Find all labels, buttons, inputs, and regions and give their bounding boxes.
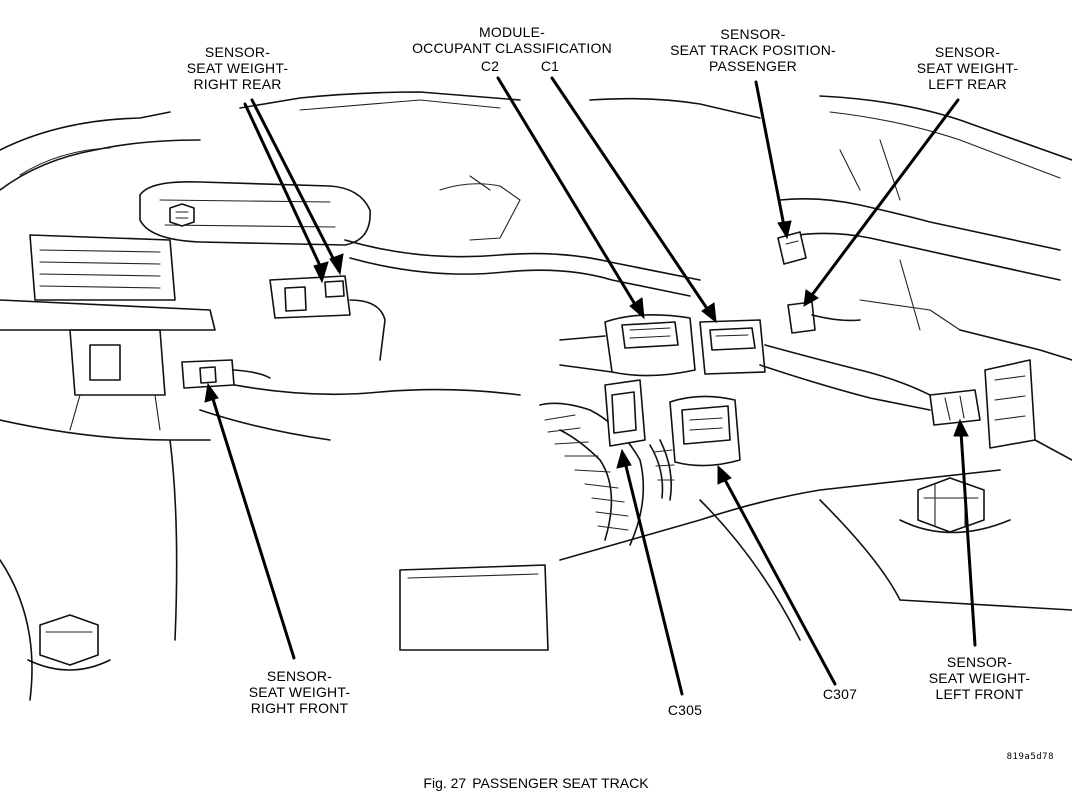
- leader-lines: [204, 76, 977, 696]
- figure-title: PASSENGER SEAT TRACK: [472, 775, 649, 791]
- label-sensor-right-rear: SENSOR- SEAT WEIGHT- RIGHT REAR: [186, 44, 289, 92]
- label-c1: C1: [540, 58, 560, 74]
- leader-c1: [550, 76, 710, 312]
- leader-track-position: [754, 80, 786, 228]
- label-sensor-left-front: SENSOR- SEAT WEIGHT- LEFT FRONT: [928, 654, 1031, 702]
- drawing-code: 819a5d78: [1006, 752, 1054, 762]
- leader-left-rear: [810, 98, 960, 297]
- leader-c305: [623, 460, 684, 696]
- label-sensor-right-front: SENSOR- SEAT WEIGHT- RIGHT FRONT: [248, 668, 351, 716]
- leader-c2: [496, 76, 638, 308]
- label-c305: C305: [667, 702, 703, 718]
- leader-c307: [722, 476, 837, 686]
- figure-number: Fig. 27: [423, 775, 467, 791]
- figure-caption: Fig. 27 PASSENGER SEAT TRACK: [0, 775, 1072, 791]
- leader-right-rear-a: [243, 102, 324, 272]
- seat-frame-drawing: [0, 91, 1072, 701]
- label-sensor-track-position: SENSOR- SEAT TRACK POSITION- PASSENGER: [670, 26, 836, 74]
- label-c2: C2: [480, 58, 500, 74]
- label-sensor-left-rear: SENSOR- SEAT WEIGHT- LEFT REAR: [916, 44, 1019, 92]
- label-c307: C307: [822, 686, 858, 702]
- leader-right-front: [210, 394, 296, 660]
- leader-left-front: [959, 430, 977, 647]
- leader-right-rear-b: [250, 98, 337, 264]
- label-module-occupant-classification: MODULE- OCCUPANT CLASSIFICATION: [412, 24, 612, 56]
